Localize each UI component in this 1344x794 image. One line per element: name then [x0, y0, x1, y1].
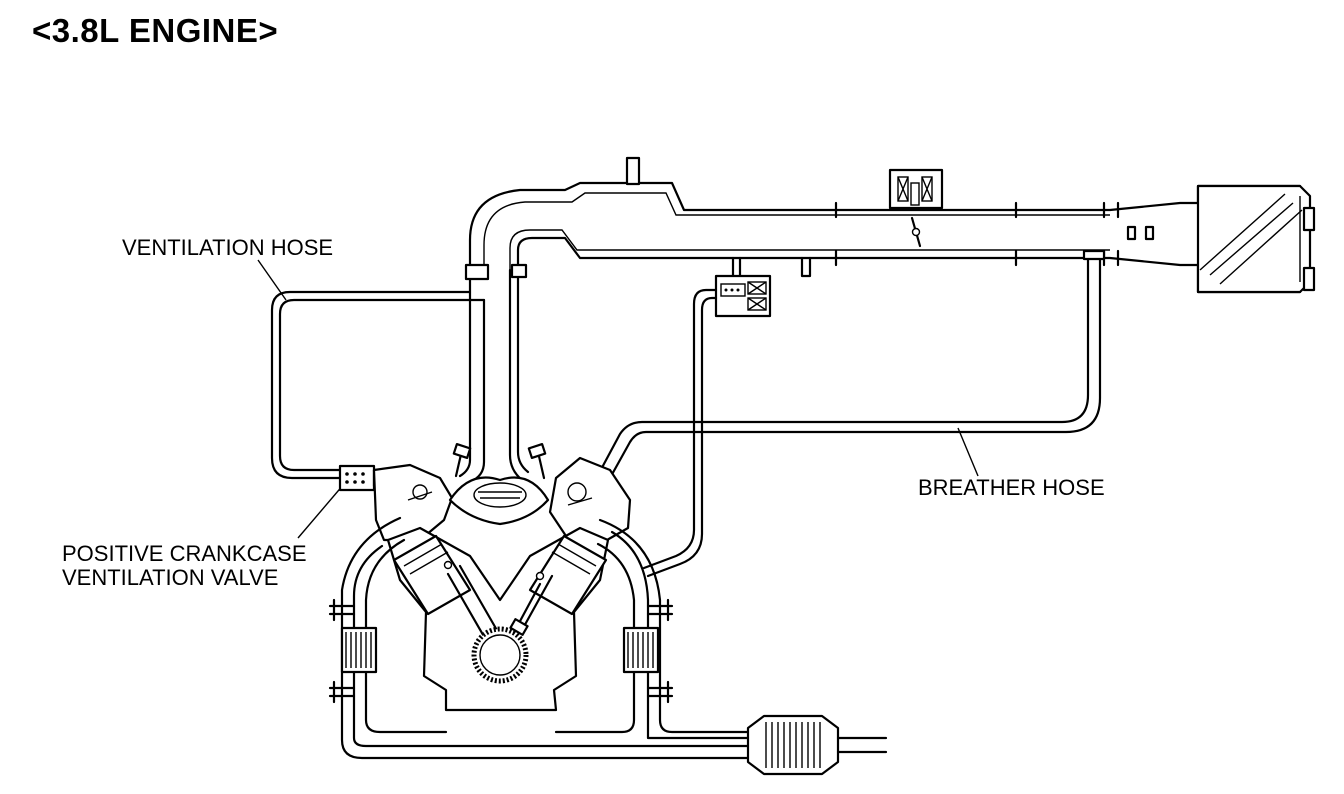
- intake-runner: [508, 263, 530, 482]
- control-valve: [714, 256, 772, 318]
- pcv-valve-leader: [297, 483, 345, 539]
- ventilation-hose: [270, 263, 490, 484]
- breather-hose: [588, 249, 1106, 498]
- intake-duct: [468, 156, 1302, 294]
- ventilation-hose-label: VENTILATION HOSE: [122, 235, 334, 260]
- breather-hose-label: BREATHER HOSE: [918, 475, 1105, 500]
- air-cleaner: [1196, 184, 1316, 294]
- airflow-sensor: [888, 168, 944, 210]
- diagram-title: <3.8L ENGINE>: [32, 12, 279, 49]
- engine-block: [372, 442, 632, 712]
- pcv-valve-label-line1: POSITIVE CRANKCASE: [62, 541, 307, 566]
- control-valve-line: [642, 288, 718, 578]
- exhaust-system: [328, 516, 888, 776]
- breather-hose-leader: [957, 427, 979, 477]
- ventilation-hose-leader: [257, 259, 287, 301]
- pcv-valve-label-line2: VENTILATION VALVE: [62, 565, 279, 590]
